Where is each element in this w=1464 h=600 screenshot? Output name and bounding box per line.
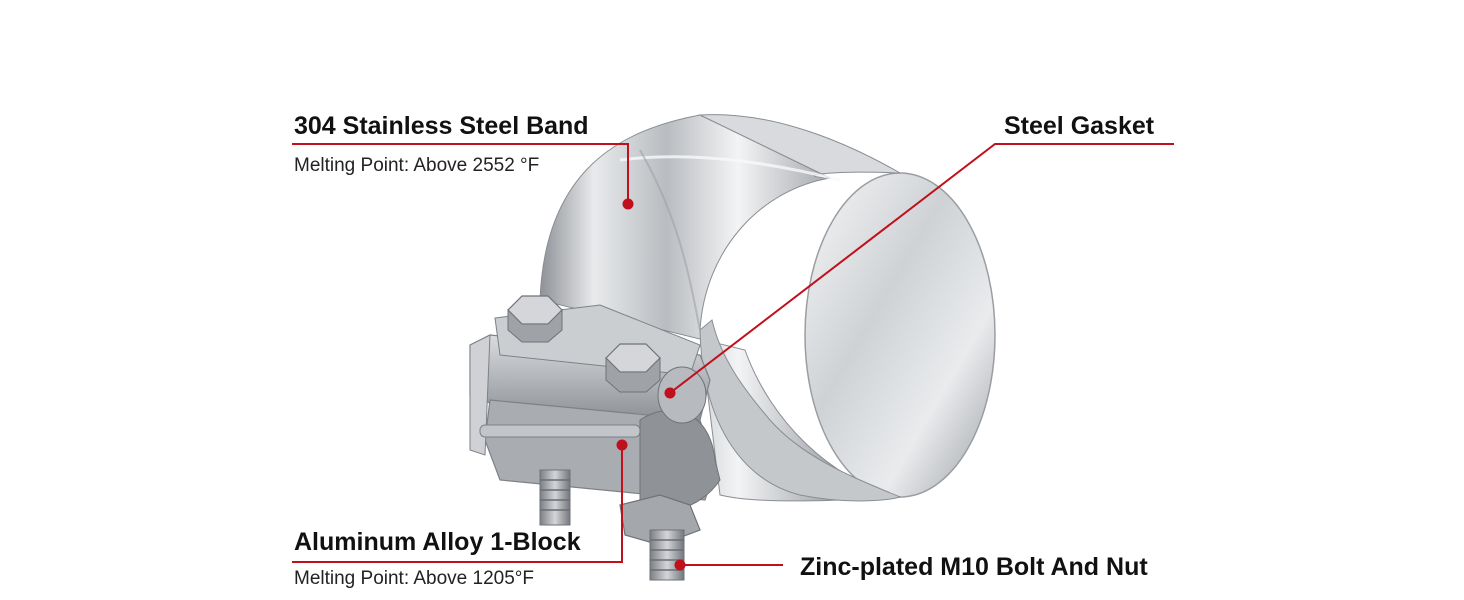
block-leader-line xyxy=(292,445,623,563)
block-leader-dot xyxy=(616,439,628,451)
hex-bolt-head-left xyxy=(507,295,563,343)
gasket-leader-line xyxy=(669,143,1174,394)
block-title: Aluminum Alloy 1-Block xyxy=(294,528,581,556)
bolt-leader-dot xyxy=(674,559,686,571)
aluminum-block xyxy=(469,304,721,511)
zinc-plated-bolt-and-nut xyxy=(539,469,701,581)
band-subtitle: Melting Point: Above 2552 °F xyxy=(294,155,540,176)
leader-lines xyxy=(292,143,1174,566)
bolt-title: Zinc-plated M10 Bolt And Nut xyxy=(800,553,1148,581)
gasket-leader-dot xyxy=(664,387,676,399)
gasket-title: Steel Gasket xyxy=(1004,112,1155,140)
band-title: 304 Stainless Steel Band xyxy=(294,112,589,140)
band-leader-line xyxy=(292,143,629,204)
band-leader-dot xyxy=(622,198,634,210)
leader-dots xyxy=(616,198,686,571)
hex-bolt-head-right xyxy=(605,343,661,393)
block-subtitle: Melting Point: Above 1205°F xyxy=(294,568,534,589)
